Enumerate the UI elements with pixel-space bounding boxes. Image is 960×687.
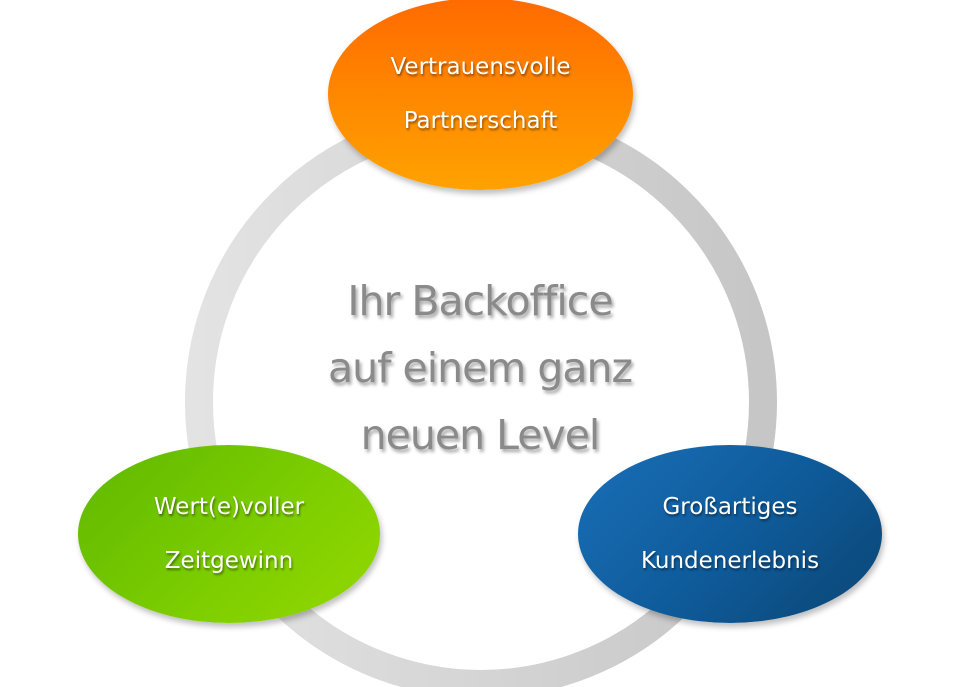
node-vertrauensvolle-partnerschaft: Vertrauensvolle Partnerschaft — [328, 0, 633, 190]
center-title-line-1: Ihr Backoffice — [347, 277, 613, 325]
node-left-line-1: Wert(e)voller — [153, 494, 305, 520]
node-grossartiges-kundenerlebnis: Großartiges Kundenerlebnis — [578, 445, 882, 623]
center-title-line-2: auf einem ganz — [327, 344, 633, 392]
node-top-line-1: Vertrauensvolle — [390, 54, 571, 80]
node-wertevoller-zeitgewinn: Wert(e)voller Zeitgewinn — [78, 445, 380, 623]
node-right-line-2: Kundenerlebnis — [640, 548, 820, 574]
node-right-line-1: Großartiges — [662, 494, 798, 520]
center-title: Ihr Backoffice auf einem ganz neuen Leve… — [290, 268, 670, 469]
node-left-line-2: Zeitgewinn — [164, 548, 294, 574]
center-title-line-3: neuen Level — [360, 411, 601, 459]
node-top-line-2: Partnerschaft — [403, 108, 558, 134]
